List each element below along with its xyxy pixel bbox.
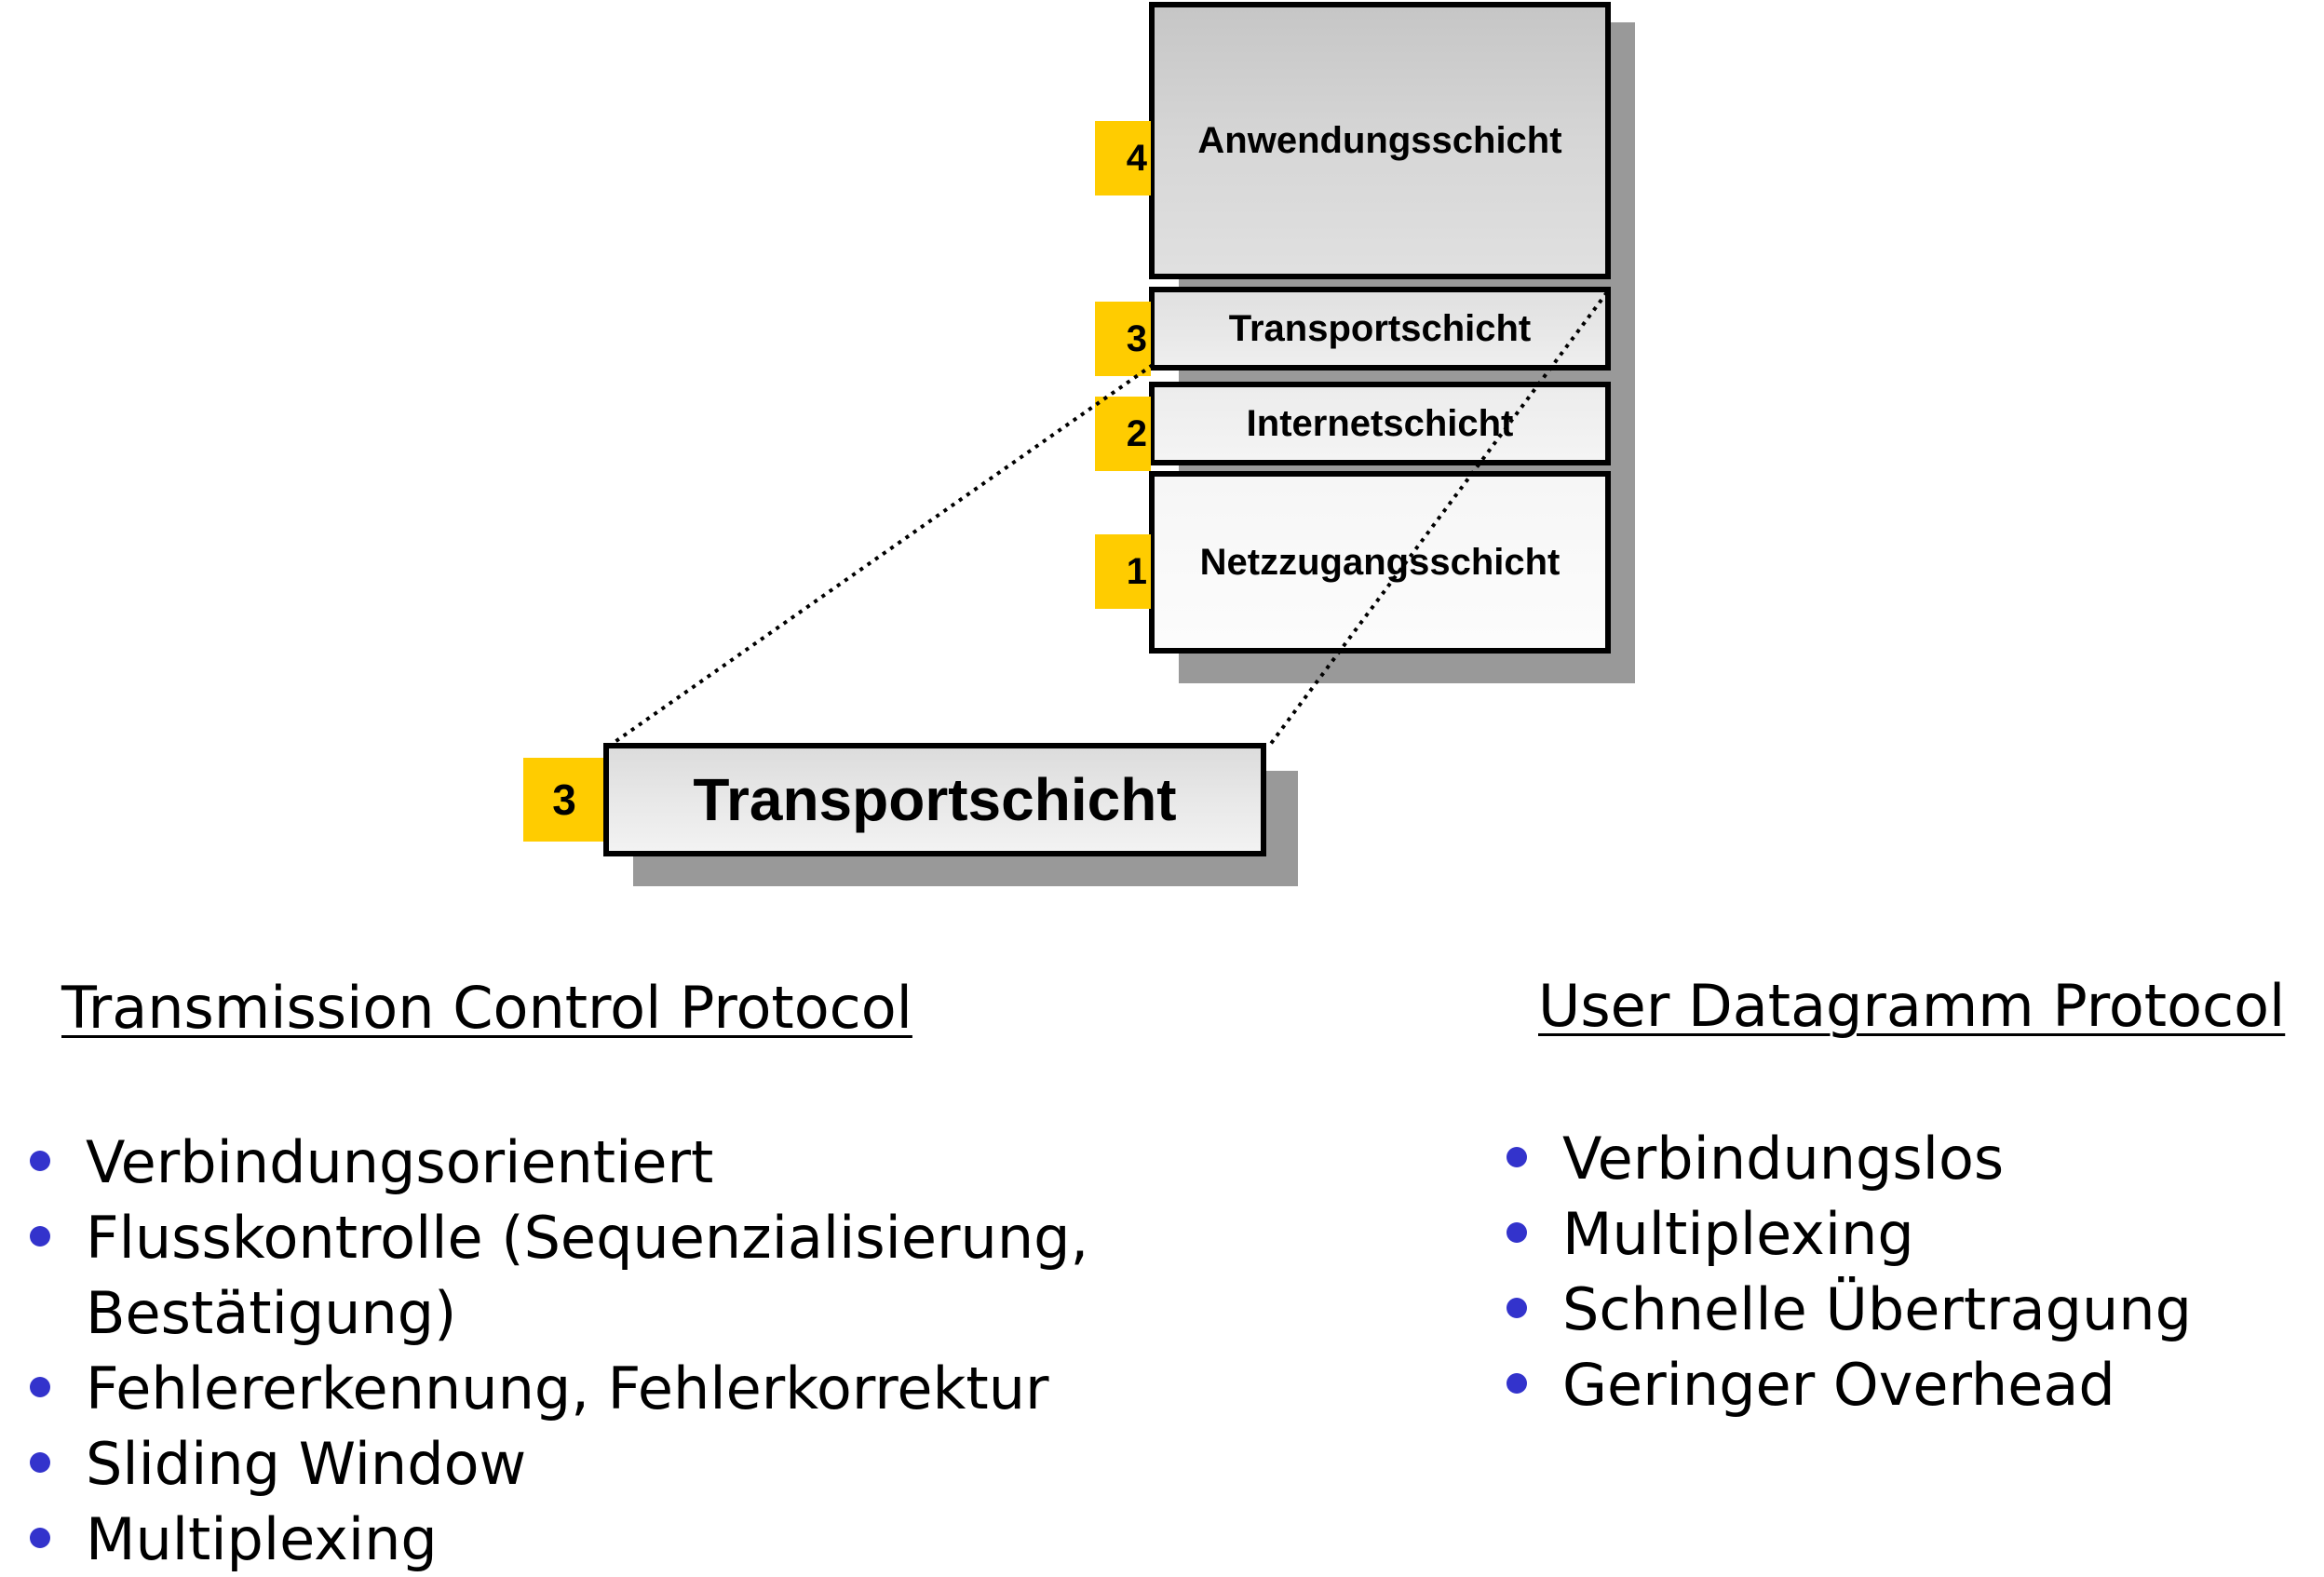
layer-number-badge: 3 (1095, 302, 1151, 376)
zoom-label: Transportschicht (693, 766, 1177, 833)
bullet-icon (30, 1528, 50, 1548)
layer-number-badge: 4 (1095, 121, 1151, 195)
tcp-heading: Transmission Control Protocol (61, 974, 912, 1042)
layer-box-anwendungsschicht: Anwendungsschicht (1149, 2, 1611, 279)
list-item: Verbindungslos (1507, 1121, 2307, 1196)
list-item-text: Verbindungsorientiert (86, 1128, 714, 1196)
list-item-text: Fehlererkennung, Fehlerkorrektur (86, 1355, 1049, 1422)
layer-number: 4 (1126, 137, 1147, 179)
zoom-number: 3 (552, 775, 576, 824)
layer-number: 1 (1126, 550, 1147, 592)
bullet-icon (30, 1151, 50, 1171)
bullet-icon (30, 1452, 50, 1473)
udp-feature-list: Verbindungslos Multiplexing Schnelle Übe… (1507, 1121, 2307, 1422)
bullet-icon (30, 1377, 50, 1397)
zoom-box-transportschicht: Transportschicht (603, 743, 1266, 856)
list-item: Schnelle Übertragung (1507, 1272, 2307, 1347)
list-item-text: Multiplexing (1562, 1200, 1914, 1268)
tcp-feature-list: Verbindungsorientiert Flusskontrolle (Se… (30, 1125, 1128, 1577)
list-item-text: Flusskontrolle (Sequenzialisierung, Best… (86, 1204, 1089, 1347)
list-item: Verbindungsorientiert (30, 1125, 1128, 1200)
zoom-number-badge: 3 (523, 758, 605, 842)
bullet-icon (1507, 1222, 1527, 1243)
list-item-text: Schnelle Übertragung (1562, 1275, 2192, 1343)
list-item: Geringer Overhead (1507, 1347, 2307, 1422)
list-item: Flusskontrolle (Sequenzialisierung, Best… (30, 1200, 1128, 1351)
layer-number-badge: 2 (1095, 397, 1151, 471)
list-item-text: Verbindungslos (1562, 1125, 2005, 1193)
list-item: Multiplexing (1507, 1196, 2307, 1272)
zoom-line-left (609, 363, 1155, 747)
list-item-text: Multiplexing (86, 1505, 438, 1573)
list-item: Fehlererkennung, Fehlerkorrektur (30, 1351, 1128, 1426)
layer-number-badge: 1 (1095, 534, 1151, 609)
layer-box-netzzugangsschicht: Netzzugangsschicht (1149, 471, 1611, 654)
list-item: Sliding Window (30, 1426, 1128, 1502)
list-item-text: Geringer Overhead (1562, 1351, 2115, 1419)
list-item-text: Sliding Window (86, 1430, 527, 1498)
layer-label: Anwendungsschicht (1197, 119, 1562, 161)
bullet-icon (1507, 1373, 1527, 1394)
layer-label: Transportschicht (1228, 307, 1532, 349)
layer-number: 2 (1126, 412, 1147, 454)
bullet-icon (30, 1226, 50, 1247)
layer-label: Netzzugangsschicht (1199, 541, 1561, 583)
list-item: Multiplexing (30, 1502, 1128, 1577)
bullet-icon (1507, 1147, 1527, 1167)
layer-number: 3 (1126, 317, 1147, 359)
udp-heading: User Datagramm Protocol (1538, 972, 2286, 1040)
layer-box-transportschicht: Transportschicht (1149, 287, 1611, 371)
layer-label: Internetschicht (1246, 402, 1514, 444)
bullet-icon (1507, 1298, 1527, 1318)
layer-box-internetschicht: Internetschicht (1149, 382, 1611, 465)
